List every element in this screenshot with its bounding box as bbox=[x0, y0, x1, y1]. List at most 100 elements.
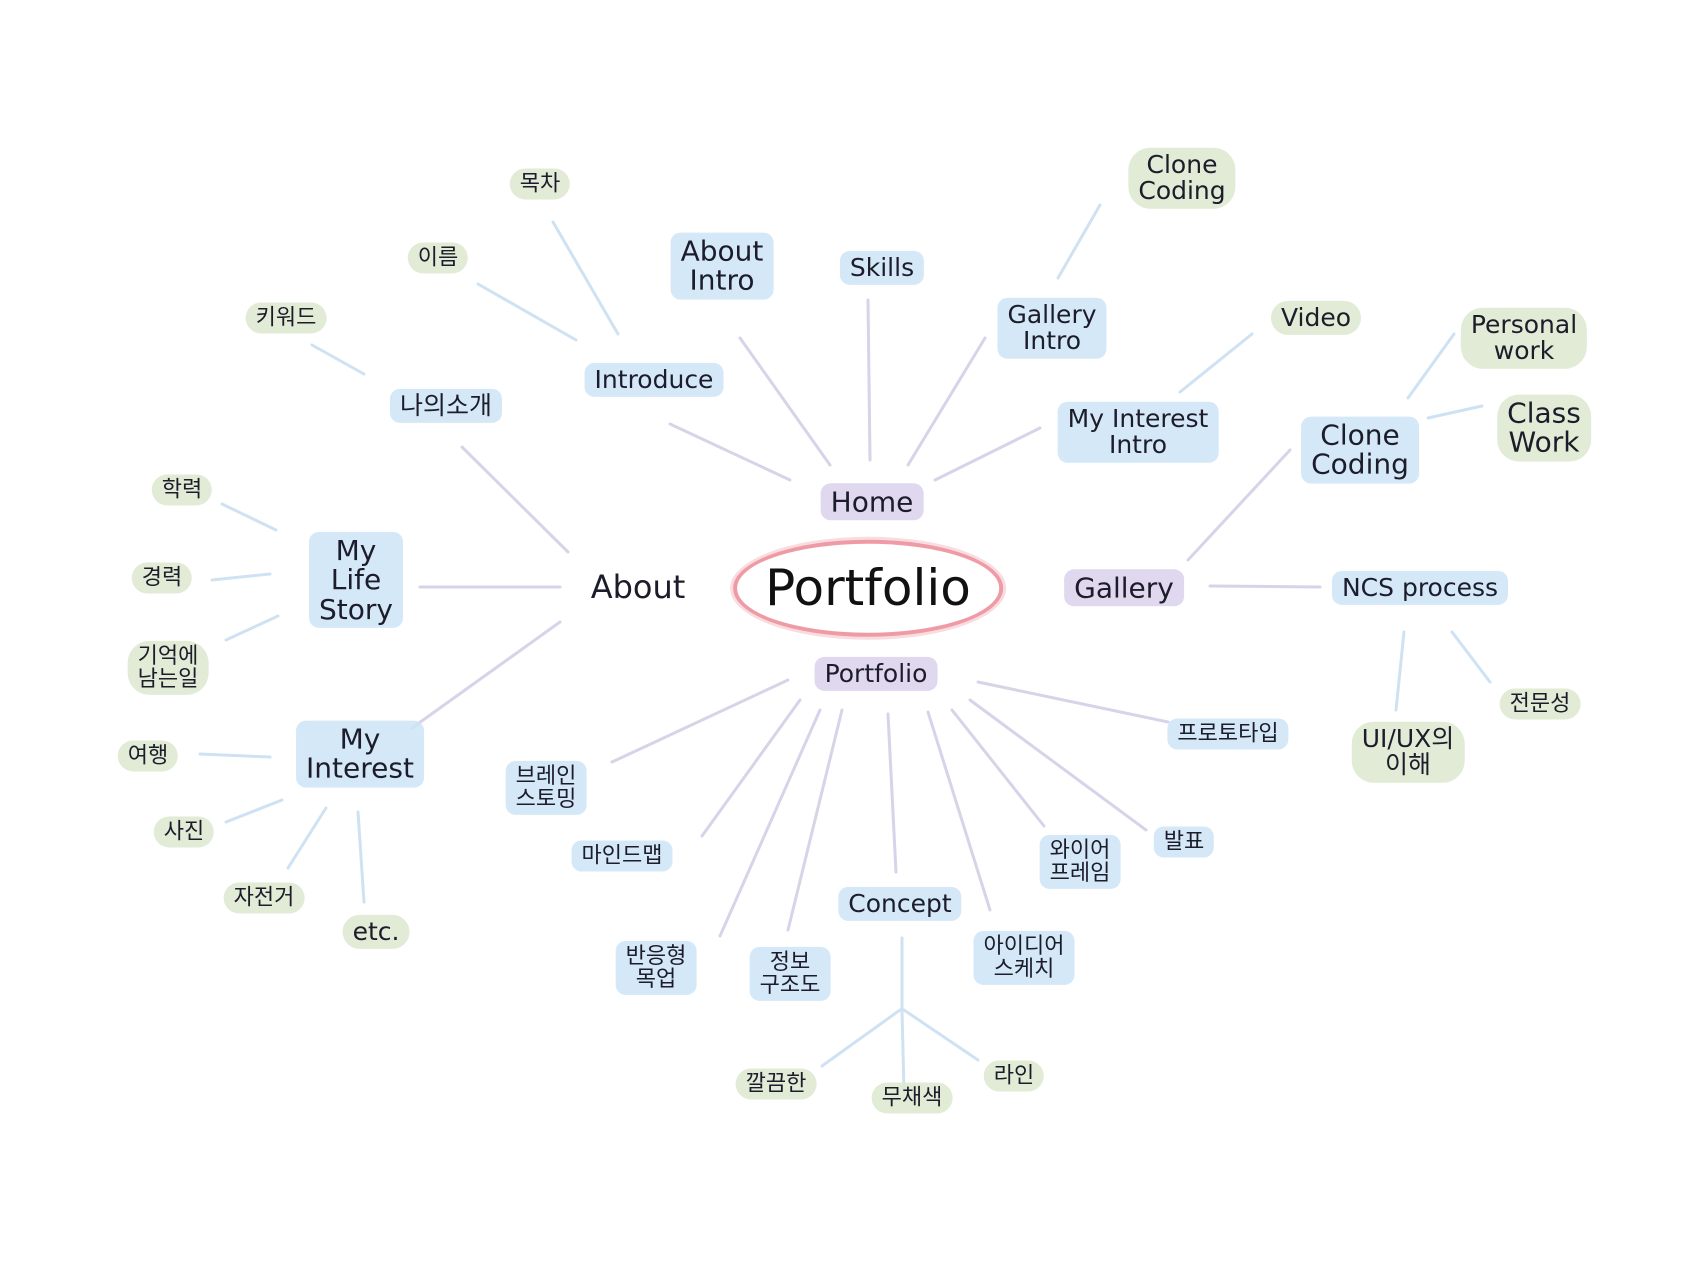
link-life-story-memory bbox=[224, 614, 280, 642]
node-ireum-label: 이름 bbox=[417, 245, 459, 271]
node-gallery-intro[interactable]: Gallery Intro bbox=[997, 297, 1107, 359]
node-bicycle-label: 자전거 bbox=[233, 885, 295, 911]
center-node[interactable]: Portfolio bbox=[733, 539, 1003, 637]
node-introduce-label: Introduce bbox=[594, 364, 714, 394]
node-hakryeok-label: 학력 bbox=[161, 477, 203, 503]
node-ncs-process-label: NCS process bbox=[1341, 572, 1499, 602]
link-concept-clean bbox=[820, 1008, 902, 1068]
link-about-my-interest bbox=[410, 620, 562, 730]
node-my-interest-intro[interactable]: My Interest Intro bbox=[1057, 401, 1219, 463]
node-info-structure-line2: 구조도 bbox=[759, 973, 821, 998]
node-etc[interactable]: etc. bbox=[342, 914, 410, 950]
node-clean-label: 깔끔한 bbox=[745, 1071, 807, 1097]
node-my-interest[interactable]: My Interest bbox=[296, 720, 424, 788]
node-presentation[interactable]: 발표 bbox=[1153, 826, 1215, 858]
node-concept[interactable]: Concept bbox=[838, 886, 962, 922]
node-my-interest-intro-line1: My Interest bbox=[1067, 403, 1209, 433]
node-line-label: 라인 bbox=[993, 1063, 1035, 1089]
node-about[interactable]: About bbox=[581, 567, 696, 609]
link-interest-etc bbox=[356, 810, 366, 904]
node-naui-sogae[interactable]: 나의소개 bbox=[389, 388, 503, 424]
node-idea-sketch[interactable]: 아이디어 스케치 bbox=[973, 930, 1075, 986]
node-about-intro-line1: About bbox=[680, 234, 764, 268]
node-prototype[interactable]: 프로토타입 bbox=[1167, 718, 1289, 750]
node-keyword[interactable]: 키워드 bbox=[245, 302, 327, 334]
link-life-story-hakryeok bbox=[220, 502, 278, 532]
node-personal-work[interactable]: Personal work bbox=[1460, 307, 1588, 369]
node-about-intro[interactable]: About Intro bbox=[670, 232, 774, 300]
node-responsive-mockup[interactable]: 반응형 목업 bbox=[615, 940, 697, 996]
node-memory-line1: 기억에 bbox=[137, 643, 199, 669]
node-about-intro-line2: Intro bbox=[689, 264, 755, 297]
node-introduce[interactable]: Introduce bbox=[584, 362, 724, 398]
node-mindmap-label: 마인드맵 bbox=[581, 843, 663, 869]
node-mokcha-label: 목차 bbox=[519, 171, 561, 197]
link-interest-intro-video bbox=[1178, 332, 1254, 394]
link-clone-personal bbox=[1406, 332, 1456, 400]
node-photo[interactable]: 사진 bbox=[153, 816, 215, 848]
node-concept-label: Concept bbox=[848, 888, 952, 918]
link-interest-bicycle bbox=[286, 806, 328, 870]
node-line[interactable]: 라인 bbox=[983, 1060, 1045, 1092]
node-expertise-label: 전문성 bbox=[1509, 691, 1571, 717]
node-travel-label: 여행 bbox=[127, 743, 169, 769]
node-portfolio-label: Portfolio bbox=[824, 658, 928, 688]
node-achromatic[interactable]: 무채색 bbox=[871, 1082, 953, 1114]
link-home-gallery-intro bbox=[906, 336, 987, 467]
node-naui-sogae-label: 나의소개 bbox=[399, 390, 493, 420]
node-gyeongryeok[interactable]: 경력 bbox=[131, 562, 193, 594]
node-home[interactable]: Home bbox=[820, 483, 924, 521]
node-clean[interactable]: 깔끔한 bbox=[735, 1068, 817, 1100]
node-achromatic-label: 무채색 bbox=[881, 1085, 943, 1111]
link-interest-photo bbox=[224, 798, 284, 824]
node-personal-work-line1: Personal bbox=[1470, 309, 1578, 339]
node-uiux[interactable]: UI/UX의 이해 bbox=[1351, 721, 1465, 783]
node-skills-label: Skills bbox=[849, 252, 915, 282]
node-gallery-intro-line1: Gallery bbox=[1007, 299, 1097, 329]
link-gallery-clone bbox=[1186, 448, 1292, 562]
node-personal-work-line2: work bbox=[1493, 336, 1555, 365]
node-expertise[interactable]: 전문성 bbox=[1499, 688, 1581, 720]
node-mokcha[interactable]: 목차 bbox=[509, 168, 571, 200]
node-keyword-label: 키워드 bbox=[255, 305, 317, 331]
node-wireframe[interactable]: 와이어 프레임 bbox=[1039, 834, 1121, 890]
node-my-life-story[interactable]: My Life Story bbox=[309, 531, 403, 629]
node-idea-sketch-line1: 아이디어 bbox=[983, 933, 1065, 959]
node-home-label: Home bbox=[830, 485, 914, 519]
link-concept-line bbox=[902, 1008, 980, 1062]
node-wireframe-line1: 와이어 bbox=[1049, 837, 1111, 863]
node-video[interactable]: Video bbox=[1270, 300, 1362, 336]
node-travel[interactable]: 여행 bbox=[117, 740, 179, 772]
node-info-structure-line1: 정보 bbox=[769, 949, 811, 975]
node-class-work-line1: Class bbox=[1507, 396, 1581, 430]
node-bicycle[interactable]: 자전거 bbox=[223, 882, 305, 914]
node-responsive-line1: 반응형 bbox=[625, 943, 687, 969]
node-hakryeok[interactable]: 학력 bbox=[151, 474, 213, 506]
node-prototype-label: 프로토타입 bbox=[1177, 721, 1279, 747]
node-gallery[interactable]: Gallery bbox=[1064, 569, 1184, 607]
node-skills[interactable]: Skills bbox=[839, 250, 925, 286]
node-ncs-process[interactable]: NCS process bbox=[1331, 570, 1509, 606]
link-about-naui-sogae bbox=[460, 445, 570, 554]
link-home-about-intro bbox=[738, 336, 832, 467]
node-wireframe-line2: 프레임 bbox=[1049, 861, 1111, 886]
node-ireum[interactable]: 이름 bbox=[407, 242, 469, 274]
node-etc-label: etc. bbox=[352, 916, 400, 946]
node-gallery-clone-coding[interactable]: Clone Coding bbox=[1301, 416, 1419, 484]
node-class-work[interactable]: Class Work bbox=[1497, 394, 1591, 462]
node-memory[interactable]: 기억에 남는일 bbox=[127, 640, 209, 696]
node-idea-sketch-line2: 스케치 bbox=[993, 957, 1055, 982]
node-home-clone-coding-line2: Coding bbox=[1138, 176, 1226, 205]
node-info-structure[interactable]: 정보 구조도 bbox=[749, 946, 831, 1002]
node-portfolio[interactable]: Portfolio bbox=[814, 656, 938, 692]
link-portfolio-wireframe bbox=[950, 708, 1046, 828]
node-mindmap[interactable]: 마인드맵 bbox=[571, 840, 673, 872]
node-gallery-clone-line1: Clone bbox=[1320, 418, 1400, 452]
link-ncs-uiux bbox=[1394, 630, 1406, 712]
node-uiux-line1: UI/UX의 bbox=[1361, 723, 1455, 753]
link-home-interest-intro bbox=[933, 426, 1042, 482]
link-portfolio-prototype bbox=[976, 680, 1170, 724]
node-brainstorming[interactable]: 브레인 스토밍 bbox=[505, 760, 587, 816]
node-home-clone-coding[interactable]: Clone Coding bbox=[1128, 147, 1236, 209]
